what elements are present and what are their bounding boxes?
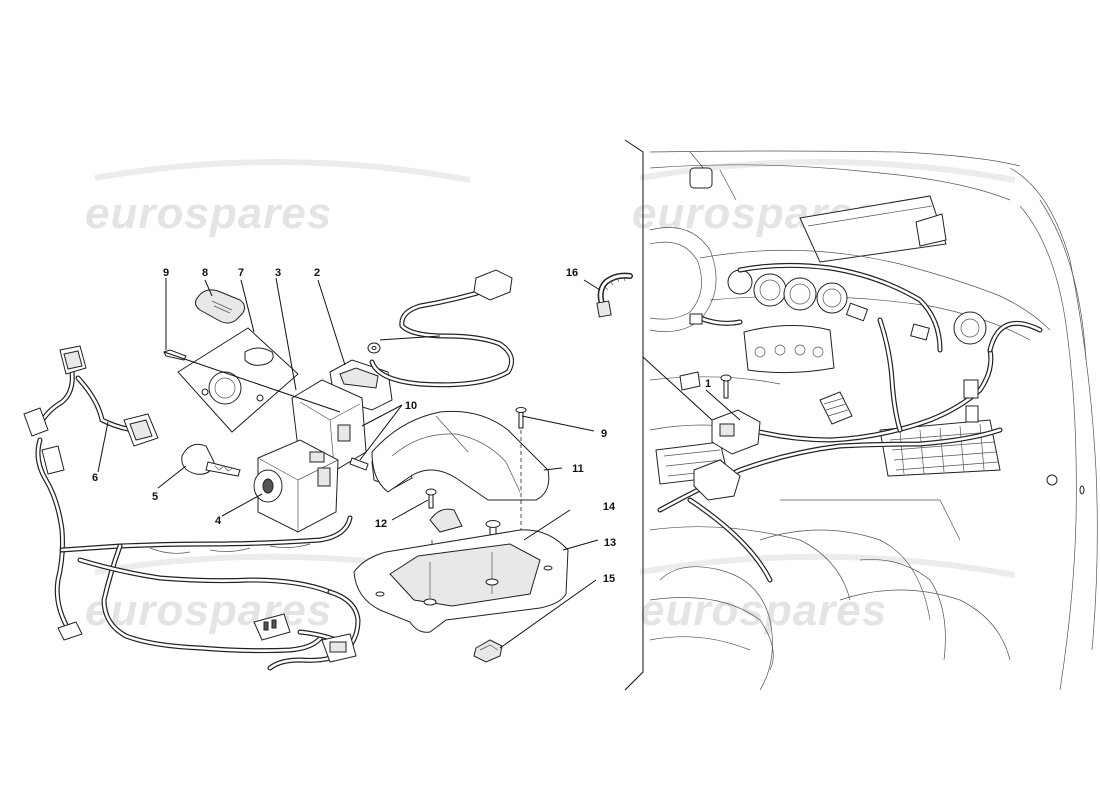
watermark-layer: eurospares eurospares eurospares eurospa… (85, 159, 1016, 635)
callout-10: 10 (405, 400, 417, 412)
floor-vent-grille (879, 419, 1001, 477)
screw-12 (425, 488, 437, 509)
callout-pointer (642, 356, 713, 421)
cable-tie-part (596, 272, 633, 318)
callout-14: 14 (603, 501, 616, 513)
callout-16: 16 (566, 267, 578, 279)
callout-1: 1 (705, 378, 711, 390)
leader-lines (97, 277, 601, 649)
watermark-top-left: eurospares (85, 189, 332, 238)
console-base-part (353, 529, 569, 633)
clip-part (473, 639, 503, 663)
car-interior-view (642, 150, 1098, 691)
callout-7: 7 (238, 267, 244, 279)
callout-8: 8 (202, 267, 208, 279)
wiring-harness-part (23, 345, 361, 671)
ignition-switch-part (253, 439, 339, 533)
callout-5: 5 (152, 491, 158, 503)
callout-labels: 1 2 3 4 5 6 7 8 9 9 10 11 12 13 14 15 16 (92, 267, 711, 585)
callout-4: 4 (215, 515, 222, 527)
leader-line-1 (705, 389, 741, 421)
callout-13: 13 (604, 537, 616, 549)
callout-3: 3 (275, 267, 281, 279)
installed-ignition-assembly (693, 374, 761, 501)
callout-9-right: 9 (601, 428, 607, 440)
key-part (181, 443, 241, 477)
watermark-bottom-left: eurospares (85, 586, 332, 635)
earth-cable (367, 269, 515, 388)
callout-11: 11 (572, 463, 584, 475)
callout-12: 12 (375, 518, 387, 530)
callout-9-left: 9 (163, 267, 169, 279)
gauge-cluster (727, 269, 987, 345)
callout-6: 6 (92, 472, 98, 484)
section-divider (624, 139, 644, 691)
callout-2: 2 (314, 267, 320, 279)
trim-plate-part (177, 327, 299, 433)
callout-15: 15 (603, 573, 615, 585)
console-cover-part (371, 410, 550, 533)
screw-9-right (515, 407, 527, 429)
watermark-bottom-right: eurospares (640, 586, 887, 635)
key-tag-part (194, 289, 246, 324)
exploded-view (23, 269, 633, 671)
